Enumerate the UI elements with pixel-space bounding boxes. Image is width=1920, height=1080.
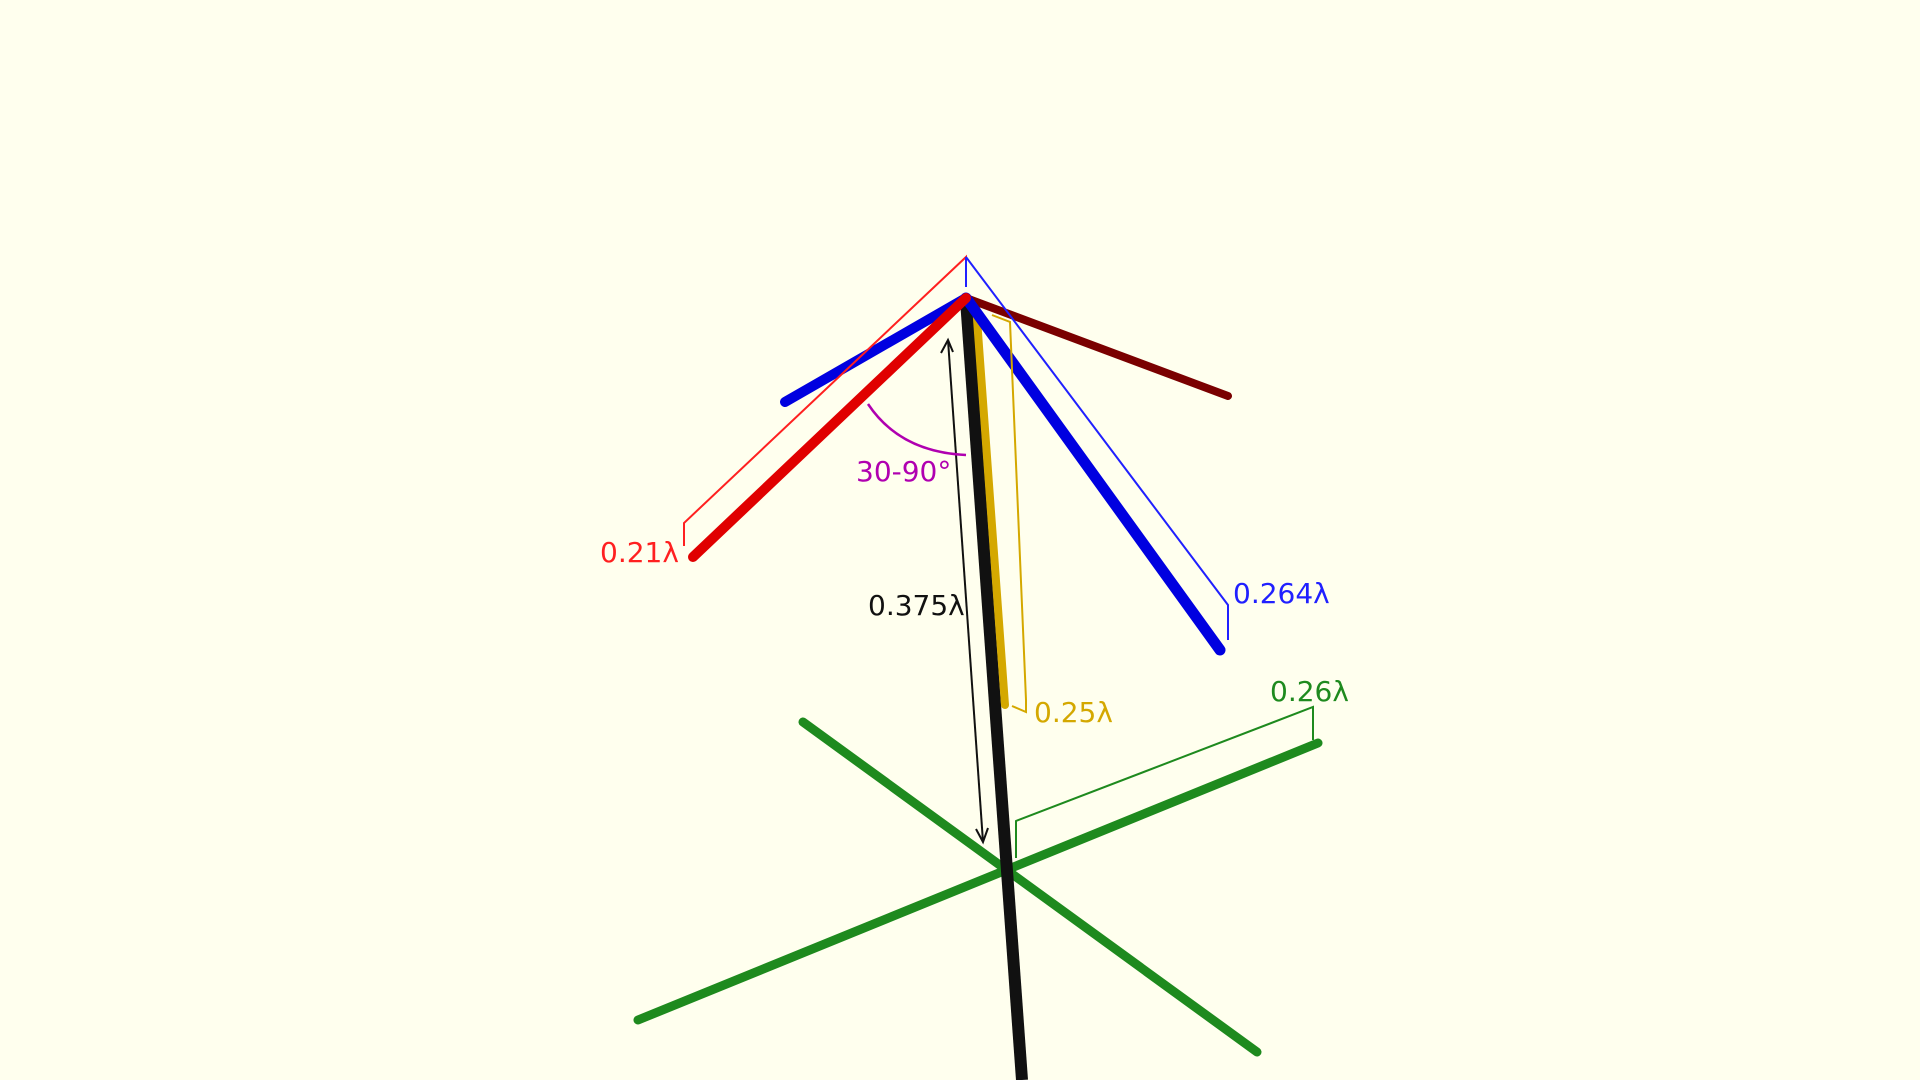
- blue-length-label: 0.264λ: [1233, 577, 1330, 610]
- yellow-dimension-bracket: [991, 314, 1027, 714]
- ground-radials: [633, 717, 1323, 1057]
- blue-element-short: [780, 293, 971, 407]
- red-dimension-bracket: [683, 254, 967, 546]
- yellow-element: [972, 301, 1009, 709]
- blue-dimension-bracket-line: [965, 256, 1229, 640]
- mast: [960, 299, 1028, 1080]
- green-dimension-bracket: [1015, 705, 1314, 858]
- yellow-length-label: 0.25λ: [1034, 696, 1113, 729]
- radial-1: [798, 717, 1262, 1057]
- angle-label: 30-90°: [856, 455, 951, 488]
- radial-2: [633, 738, 1323, 1025]
- mast-height-arrow: [940, 337, 989, 845]
- red-length-label: 0.21λ: [600, 536, 679, 569]
- red-element: [688, 293, 971, 562]
- green-length-label: 0.26λ: [1270, 675, 1349, 708]
- angle-arc: [866, 403, 967, 457]
- blue-element-long: [960, 292, 1226, 656]
- mast-height-label: 0.375λ: [868, 589, 965, 622]
